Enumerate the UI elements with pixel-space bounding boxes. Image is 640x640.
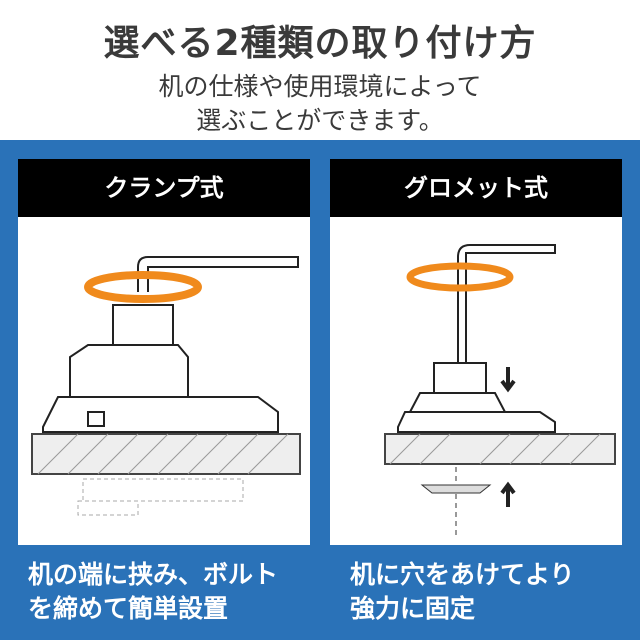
rotate-arrow-icon (84, 271, 202, 303)
up-arrow-icon (500, 481, 516, 507)
clamp-caption-line-2: を締めて簡単設置 (28, 594, 229, 623)
grommet-panel: グロメット式 (330, 159, 622, 545)
down-arrow-icon (500, 367, 516, 393)
clamp-title: クランプ式 (18, 159, 310, 217)
page-subtitle: 机の仕様や使用環境によって選ぶことができます。 (0, 70, 640, 138)
subtitle-line-2: 選ぶことができます。 (196, 106, 444, 135)
grommet-title: グロメット式 (330, 159, 622, 217)
grommet-caption: 机に穴をあけてより強力に固定 (350, 558, 575, 626)
clamp-illustration (31, 256, 301, 516)
clamp-caption: 机の端に挟み、ボルトを締めて簡単設置 (28, 558, 278, 626)
page-title: 選べる2種類の取り付け方 (103, 23, 537, 64)
grommet-caption-line-2: 強力に固定 (350, 594, 476, 623)
clamp-caption-line-1: 机の端に挟み、ボルト (28, 560, 279, 589)
clamp-panel: クランプ式 (18, 159, 310, 545)
grommet-caption-line-1: 机に穴をあけてより (350, 560, 575, 589)
rotate-arrow-icon (406, 262, 514, 292)
grommet-illustration (384, 244, 616, 537)
subtitle-line-1: 机の仕様や使用環境によって (158, 72, 482, 101)
